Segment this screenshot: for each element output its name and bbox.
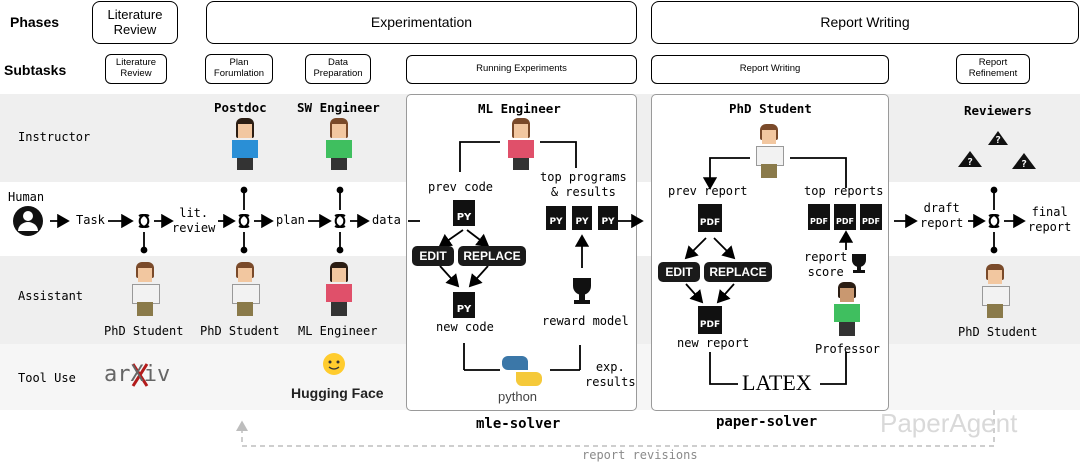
mle-prev-code-py-file-icon: PY <box>453 200 475 226</box>
paper-report-score: report score <box>804 250 848 279</box>
mle-top-py-file-icon-1: PY <box>546 206 566 230</box>
paper-top-pdf-file-icon-2: PDF <box>834 204 856 230</box>
phases-label: Phases <box>10 14 60 30</box>
watermark: PaperAgent <box>880 408 1018 438</box>
mle-new-code: new code <box>436 320 494 334</box>
professor-avatar <box>830 282 864 336</box>
subtask-plan-formulation: Plan Forumlation <box>205 54 273 84</box>
ml-engineer-bottom-avatar <box>322 262 356 316</box>
mle-exp-results: exp. results <box>585 360 636 389</box>
flow-task: Task <box>76 213 105 227</box>
subtasks-label: Subtasks <box>4 62 67 78</box>
flow-lit-review: lit. review <box>172 206 216 235</box>
agent-label-phd-student-1: PhD Student <box>104 324 184 338</box>
flow-plan: plan <box>276 213 305 227</box>
paper-edit-badge: EDIT <box>658 262 700 282</box>
paper-new-report: new report <box>677 336 750 350</box>
mle-new-code-py-file-icon: PY <box>453 292 475 318</box>
paper-new-report-pdf-file-icon: PDF <box>698 306 722 334</box>
paper-top-pdf-file-icon-3: PDF <box>860 204 882 230</box>
phd-student-top-avatar <box>752 124 786 178</box>
paper-prev-report: prev report <box>668 184 748 198</box>
phase-literature-review: Literature Review <box>92 1 178 44</box>
mle-prev-code: prev code <box>428 180 494 194</box>
report-revisions-label: report revisions <box>578 448 702 463</box>
agent-label-ml-engineer-top: ML Engineer <box>478 101 561 116</box>
mle-solver-title: mle-solver <box>476 416 561 432</box>
trophy-icons <box>573 254 866 304</box>
agent-label-postdoc: Postdoc <box>214 100 267 115</box>
arxiv-logo: arXiv <box>104 362 171 387</box>
agent-label-reviewers: Reviewers <box>964 103 1032 118</box>
hugging-face-logo: Hugging Face <box>291 385 384 401</box>
paper-solver-title: paper-solver <box>716 414 818 430</box>
hugging-face-logo-icon <box>323 353 345 375</box>
ml-engineer-top-avatar <box>504 118 538 170</box>
mle-top-py-file-icon-3: PY <box>598 206 618 230</box>
row-label-instructor: Instructor <box>18 130 91 144</box>
mle-edit-badge: EDIT <box>412 246 454 266</box>
postdoc-avatar <box>228 118 262 170</box>
row-label-tool-use: Tool Use <box>18 371 76 385</box>
mle-top-programs: top programs & results <box>540 170 627 199</box>
phase-experimentation: Experimentation <box>206 1 637 44</box>
agent-label-phd-student-3: PhD Student <box>958 325 1038 339</box>
subtask-report-writing: Report Writing <box>651 55 889 84</box>
phd-student-1-avatar <box>128 262 162 316</box>
row-label-assistant: Assistant <box>18 289 84 303</box>
agent-label-professor: Professor <box>815 342 881 356</box>
svg-text:?: ? <box>995 135 1001 146</box>
agent-label-phd-student-2: PhD Student <box>200 324 280 338</box>
paper-top-pdf-file-icon-1: PDF <box>808 204 830 230</box>
subtask-data-preparation: Data Preparation <box>305 54 371 84</box>
subtask-running-experiments: Running Experiments <box>406 55 637 84</box>
paper-prev-report-pdf-file-icon: PDF <box>698 204 722 232</box>
sw-engineer-avatar <box>322 118 356 170</box>
flow-final-report: final report <box>1028 205 1072 234</box>
agent-label-ml-engineer-bottom: ML Engineer <box>298 324 378 338</box>
reviewer-icons: ? ? ? <box>958 131 1036 170</box>
latex-logo: LATEX <box>742 370 812 395</box>
flow-data: data <box>372 213 401 227</box>
paper-replace-badge: REPLACE <box>704 262 772 282</box>
paper-top-reports: top reports <box>804 184 884 198</box>
svg-text:?: ? <box>967 157 973 168</box>
phd-student-3-avatar <box>978 264 1012 318</box>
mle-reward-model: reward model <box>542 314 629 328</box>
arxiv-x-icon <box>131 363 149 387</box>
python-label: python <box>498 389 538 404</box>
flow-draft-report: draft report <box>920 201 964 230</box>
mle-replace-badge: REPLACE <box>458 246 526 266</box>
subtask-report-refinement: Report Refinement <box>956 54 1030 84</box>
mle-top-py-file-icon-2: PY <box>572 206 592 230</box>
phase-report-writing: Report Writing <box>651 1 1079 44</box>
row-label-human: Human <box>8 190 45 204</box>
human-icon <box>13 206 43 236</box>
agent-label-phd-student-top: PhD Student <box>729 101 812 116</box>
subtask-literature-review: Literature Review <box>105 54 167 84</box>
agent-label-sw-engineer: SW Engineer <box>297 100 380 115</box>
phd-student-2-avatar <box>228 262 262 316</box>
svg-text:?: ? <box>1021 159 1027 170</box>
python-logo <box>502 356 542 386</box>
